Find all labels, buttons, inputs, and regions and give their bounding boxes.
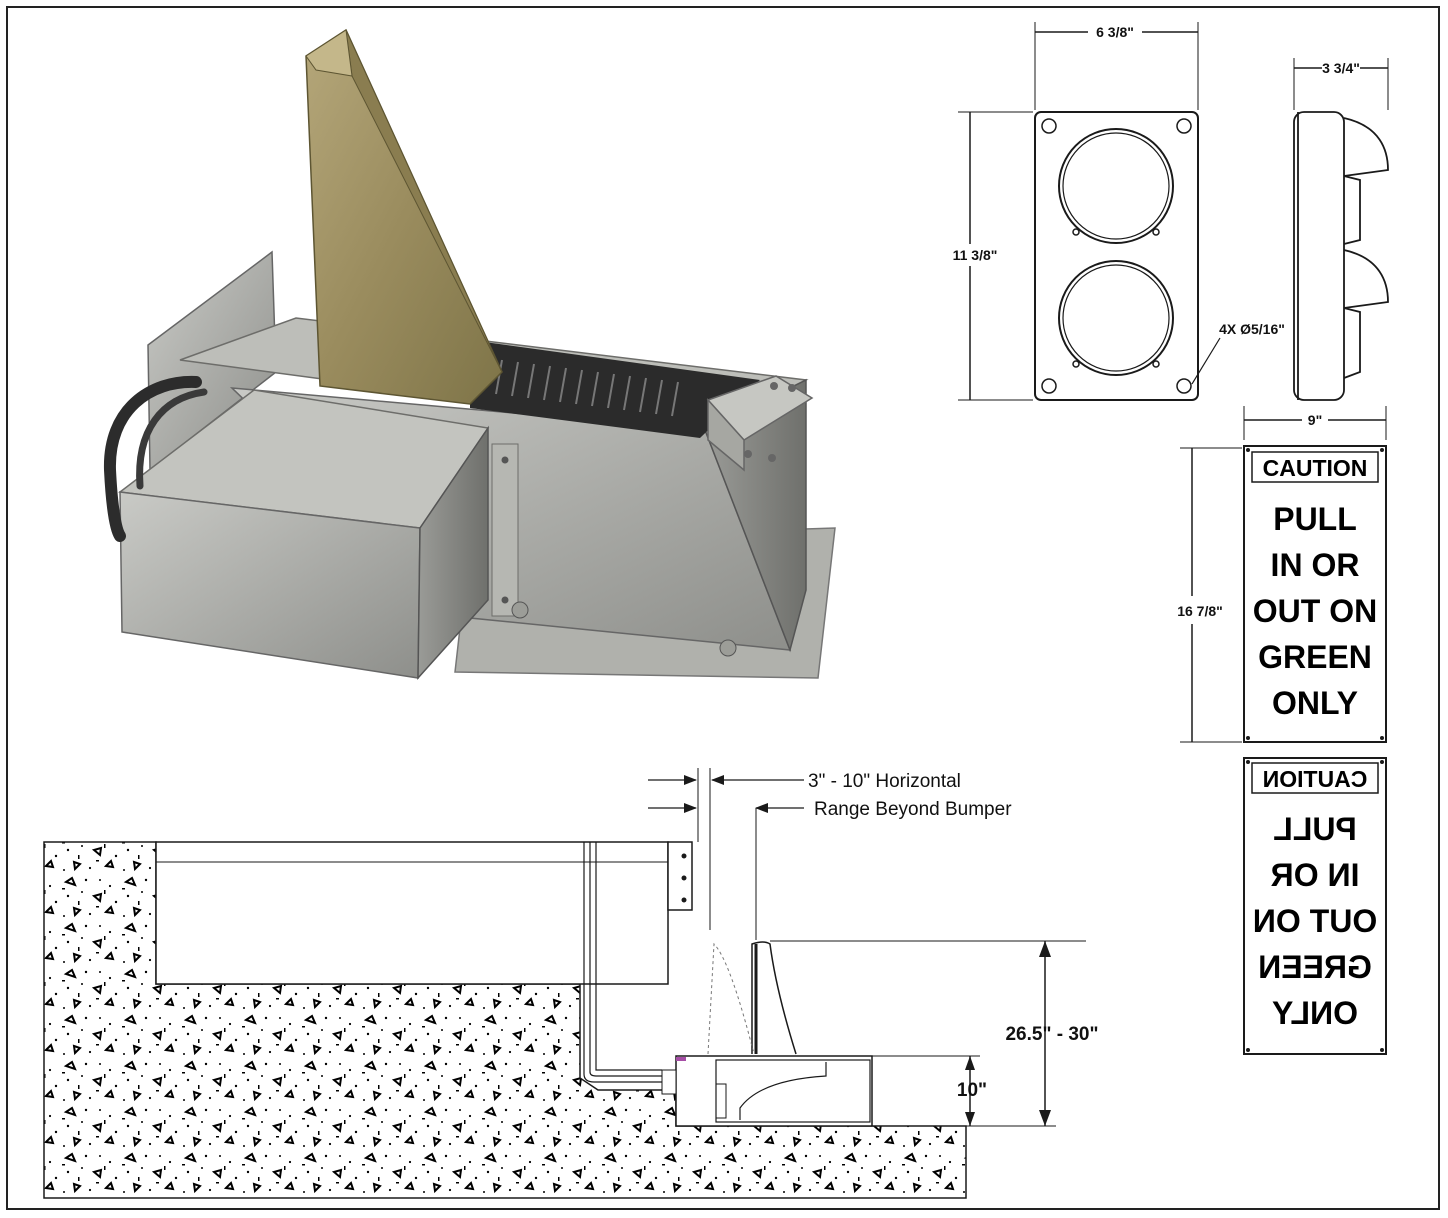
drawing-frame	[6, 6, 1440, 1210]
sign-back-line-1: PULL	[1273, 811, 1357, 847]
signal-side-view	[1293, 58, 1389, 401]
sign-height-label: 16 7/8"	[1177, 603, 1223, 619]
install-section	[43, 768, 1086, 1199]
sign-back-line-4: GREEN	[1258, 949, 1372, 985]
sign-front-line-2: IN OR	[1271, 547, 1360, 583]
signal-front-view	[958, 22, 1221, 401]
sign-width-label: 9"	[1308, 412, 1322, 428]
horizontal-range-line-2: Range Beyond Bumper	[814, 799, 1012, 820]
mirrored-text: CAUTION PULL IN OR OUT ON GREEN ONLY	[1253, 766, 1377, 1031]
sign-front-line-1: PULL	[1273, 501, 1357, 537]
signal-height-label: 11 3/8"	[953, 247, 998, 263]
height-range-label: 26.5" - 30"	[1005, 1024, 1098, 1045]
unit-illustration	[103, 28, 836, 680]
sign-back	[1243, 757, 1387, 1055]
horizontal-range-line-1: 3" - 10" Horizontal	[808, 771, 961, 792]
sign-front-line-4: GREEN	[1258, 639, 1372, 675]
signal-depth-label: 3 3/4"	[1322, 60, 1360, 76]
sign-front-line-3: OUT ON	[1253, 593, 1377, 629]
sign-back-line-3: OUT ON	[1253, 903, 1377, 939]
sign-back-caution: CAUTION	[1263, 766, 1368, 792]
sign-back-line-5: ONLY	[1272, 995, 1358, 1031]
box-height-label: 10"	[957, 1080, 987, 1101]
sign-back-line-2: IN OR	[1271, 857, 1360, 893]
sign-front-line-5: ONLY	[1272, 685, 1358, 721]
sign-front-caution: CAUTION	[1263, 455, 1368, 481]
spring-coils	[479, 357, 679, 417]
mounting-holes-label: 4X Ø5/16"	[1219, 321, 1285, 337]
signal-width-label: 6 3/8"	[1096, 24, 1134, 40]
sign-front	[1180, 406, 1387, 743]
